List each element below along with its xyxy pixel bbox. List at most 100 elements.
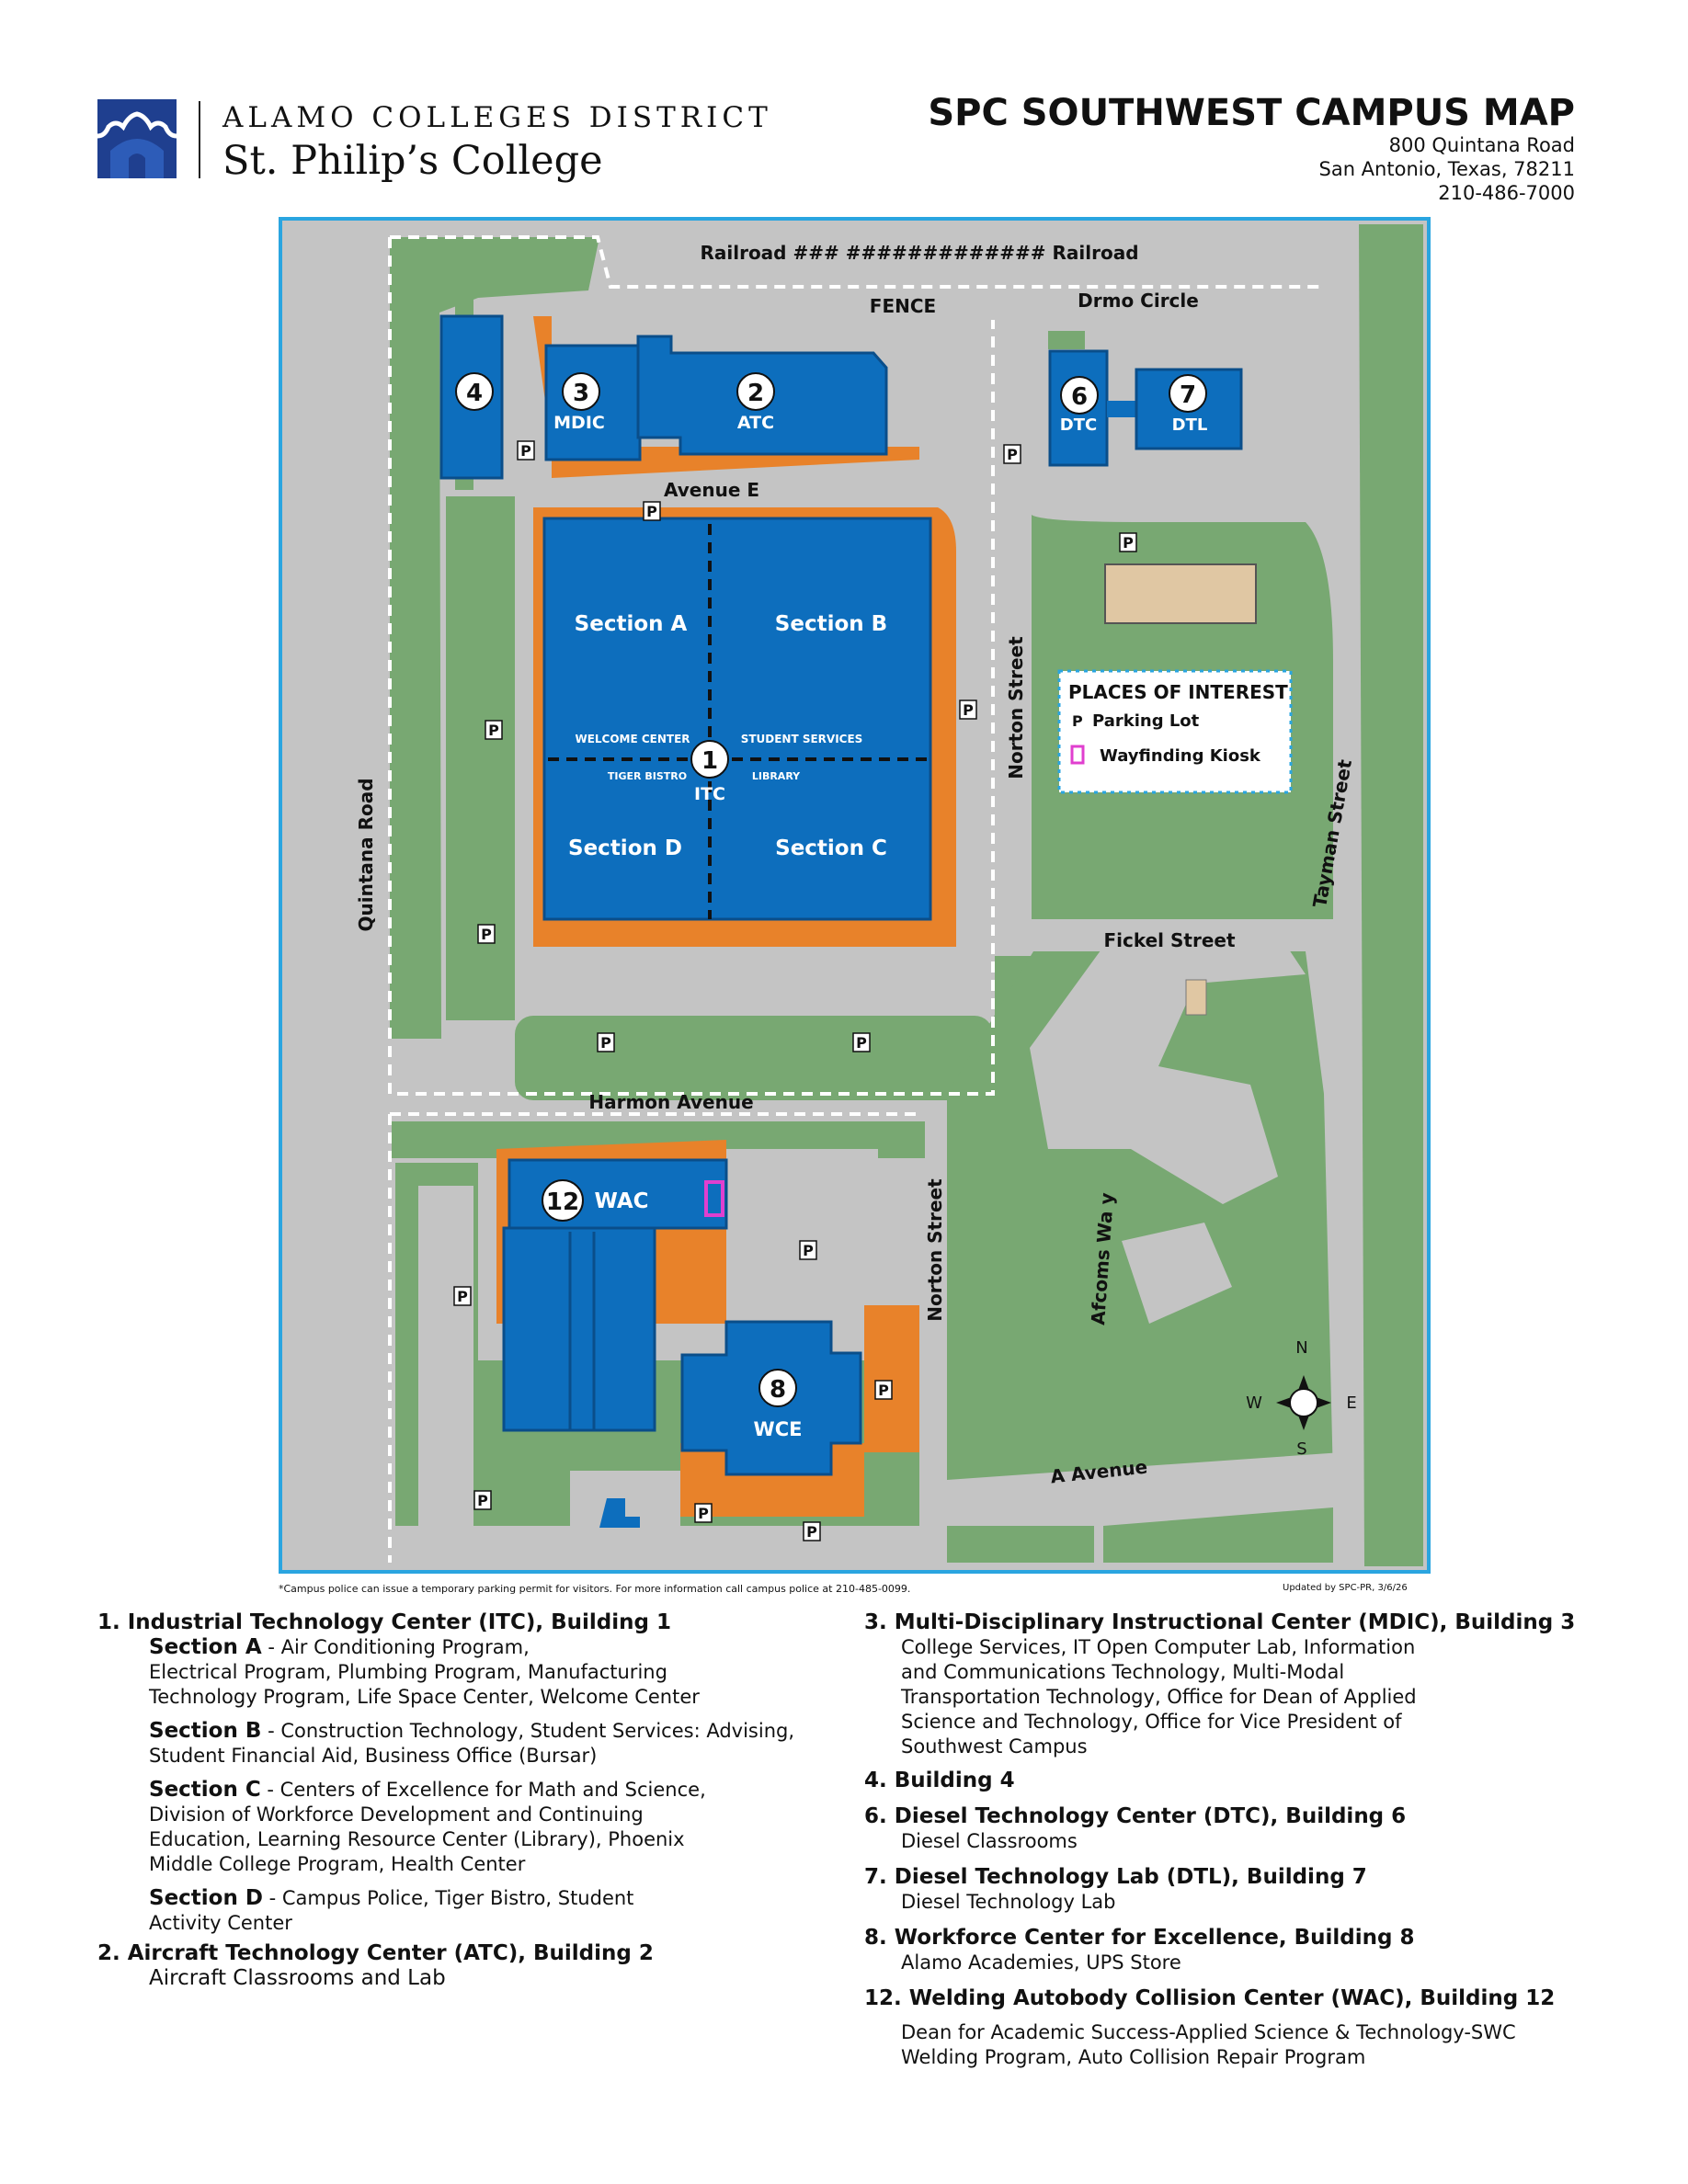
avenue-e-label: Avenue E: [664, 479, 759, 501]
building-2-atc: 2 ATC: [636, 335, 888, 456]
building-1-itc: Section A Section B Section C Section D …: [542, 517, 932, 921]
legend-section-a: Section A - Air Conditioning Program, El…: [97, 1635, 833, 1710]
tiger-bistro-label: TIGER BISTRO: [608, 770, 687, 782]
b12-line-2: Welding Program, Auto Collision Repair P…: [901, 2046, 1366, 2068]
building-7-number: 7: [1180, 381, 1196, 409]
parking-marker: P: [803, 1242, 814, 1259]
building-12-number: 12: [546, 1189, 579, 1216]
section-c-line-1: - Centers of Excellence for Math and Sci…: [260, 1779, 706, 1801]
section-d-label: Section D: [568, 836, 682, 860]
parking-marker: P: [698, 1505, 709, 1522]
building-7-name: DTL: [1172, 415, 1208, 435]
phone-number: 210-486-7000: [1438, 182, 1575, 204]
norton-street-lower-label: Norton Street: [924, 1178, 946, 1322]
parking-marker: P: [457, 1288, 468, 1305]
legend-b3-title: 3. Multi-Disciplinary Instructional Cent…: [864, 1610, 1576, 1634]
building-2-name: ATC: [737, 413, 774, 433]
b3-line-3: Transportation Technology, Office for De…: [901, 1686, 1417, 1708]
fence-label: FENCE: [870, 295, 936, 317]
parking-marker: P: [488, 722, 499, 739]
section-c-line-3: Education, Learning Resource Center (Lib…: [149, 1828, 685, 1850]
building-4-number: 4: [466, 380, 483, 407]
legend-b6-title: 6. Diesel Technology Center (DTC), Build…: [864, 1804, 1407, 1828]
compass-e: E: [1346, 1393, 1356, 1413]
railroad-label: Railroad ### ############# Railroad: [700, 242, 1138, 264]
parking-marker: P: [477, 1492, 488, 1509]
parking-marker: P: [520, 442, 531, 460]
legend-b8-desc: Alamo Academies, UPS Store: [901, 1951, 1181, 1974]
address-line-2: San Antonio, Texas, 78211: [1318, 158, 1576, 180]
legend-b6-desc: Diesel Classrooms: [901, 1830, 1078, 1852]
college-name: St. Philip’s College: [222, 138, 603, 184]
legend-section-d: Section D - Campus Police, Tiger Bistro,…: [97, 1886, 833, 1936]
b12-line-1: Dean for Academic Success-Applied Scienc…: [901, 2021, 1516, 2043]
legend-b7-title: 7. Diesel Technology Lab (DTL), Building…: [864, 1865, 1367, 1889]
logo-divider: [199, 101, 200, 178]
legend-b7-desc: Diesel Technology Lab: [901, 1891, 1116, 1913]
norton-street-upper-label: Norton Street: [1005, 636, 1027, 779]
b3-line-2: and Communications Technology, Multi-Mod…: [901, 1661, 1345, 1683]
legend-right: 3. Multi-Disciplinary Instructional Cent…: [864, 1610, 1655, 2070]
fickel-street-label: Fickel Street: [1103, 929, 1235, 951]
drmo-circle-label: Drmo Circle: [1078, 290, 1199, 312]
welcome-center-label: WELCOME CENTER: [575, 733, 690, 745]
section-d-heading: Section D: [149, 1886, 263, 1910]
legend-kiosk-label: Wayfinding Kiosk: [1100, 746, 1261, 766]
section-a-line-2: Electrical Program, Plumbing Program, Ma…: [149, 1661, 667, 1683]
campus-map: 4 3 MDIC 2 ATC 6 DTC 7 DTL Section A Sec…: [279, 217, 1431, 1574]
places-of-interest-box: PLACES OF INTEREST P Parking Lot Wayfind…: [1057, 669, 1293, 794]
building-3-mdic: 3 MDIC: [544, 344, 642, 461]
section-a-line-3: Technology Program, Life Space Center, W…: [149, 1686, 700, 1708]
legend-b2-desc: Aircraft Classrooms and Lab: [149, 1966, 446, 1990]
parking-marker: P: [806, 1523, 817, 1541]
legend-b12-desc: Dean for Academic Success-Applied Scienc…: [864, 2020, 1655, 2070]
west-green-upper: [390, 237, 599, 1039]
student-services-label: STUDENT SERVICES: [741, 733, 863, 745]
college-logo: [97, 99, 177, 178]
building-6-dtc: 6 DTC: [1048, 349, 1138, 467]
building-3-name: MDIC: [553, 413, 605, 433]
section-c-line-4: Middle College Program, Health Center: [149, 1853, 526, 1875]
south-itc-green: [515, 1016, 993, 1100]
parking-marker: P: [1007, 446, 1018, 463]
building-12-wac: 12 WAC: [502, 1158, 728, 1432]
compass-w: W: [1246, 1393, 1262, 1413]
building-3-number: 3: [573, 380, 589, 407]
updated-note: Updated by SPC-PR, 3/6/26: [1283, 1583, 1408, 1593]
section-a-heading: Section A: [149, 1635, 262, 1659]
building-7-dtl: 7 DTL: [1135, 368, 1243, 450]
wayfinding-kiosk-icon: [704, 1180, 724, 1217]
building-8-number: 8: [770, 1376, 786, 1404]
building-12-name: WAC: [594, 1189, 648, 1213]
section-a-line-1: - Air Conditioning Program,: [261, 1636, 530, 1658]
building-1-number: 1: [701, 747, 718, 775]
legend-b3-desc: College Services, IT Open Computer Lab, …: [864, 1635, 1655, 1759]
district-name: ALAMO COLLEGES DISTRICT: [222, 101, 772, 134]
east-green-strip: [1359, 224, 1423, 1566]
tan-building: [1104, 563, 1257, 624]
section-b-line-2: Student Financial Aid, Business Office (…: [149, 1745, 598, 1767]
legend-left: 1. Industrial Technology Center (ITC), B…: [97, 1610, 833, 1991]
section-c-label: Section C: [775, 836, 887, 860]
quintana-road-label: Quintana Road: [355, 778, 377, 931]
parking-marker: P: [646, 503, 657, 520]
legend-b8-title: 8. Workforce Center for Excellence, Buil…: [864, 1926, 1415, 1950]
section-c-heading: Section C: [149, 1778, 261, 1802]
legend-section-b: Section B - Construction Technology, Stu…: [97, 1719, 833, 1769]
page-title: SPC SOUTHWEST CAMPUS MAP: [928, 92, 1575, 134]
building-6-name: DTC: [1060, 415, 1097, 435]
legend-b2-title: 2. Aircraft Technology Center (ATC), Bui…: [97, 1941, 654, 1965]
compass-s: S: [1296, 1439, 1306, 1459]
building-4: 4: [439, 314, 504, 480]
section-d-line-1: - Campus Police, Tiger Bistro, Student: [262, 1887, 634, 1909]
legend-section-c: Section C - Centers of Excellence for Ma…: [97, 1778, 833, 1877]
section-a-label: Section A: [575, 612, 688, 636]
b3-line-4: Science and Technology, Office for Vice …: [901, 1711, 1402, 1733]
section-b-heading: Section B: [149, 1719, 262, 1743]
legend-b4-title: 4. Building 4: [864, 1769, 1015, 1792]
building-6-number: 6: [1071, 383, 1088, 411]
compass-rose: N S E W: [1246, 1338, 1357, 1459]
legend-parking-icon: P: [1072, 712, 1083, 730]
footnote: *Campus police can issue a temporary par…: [279, 1583, 911, 1595]
legend-parking-label: Parking Lot: [1092, 711, 1200, 731]
